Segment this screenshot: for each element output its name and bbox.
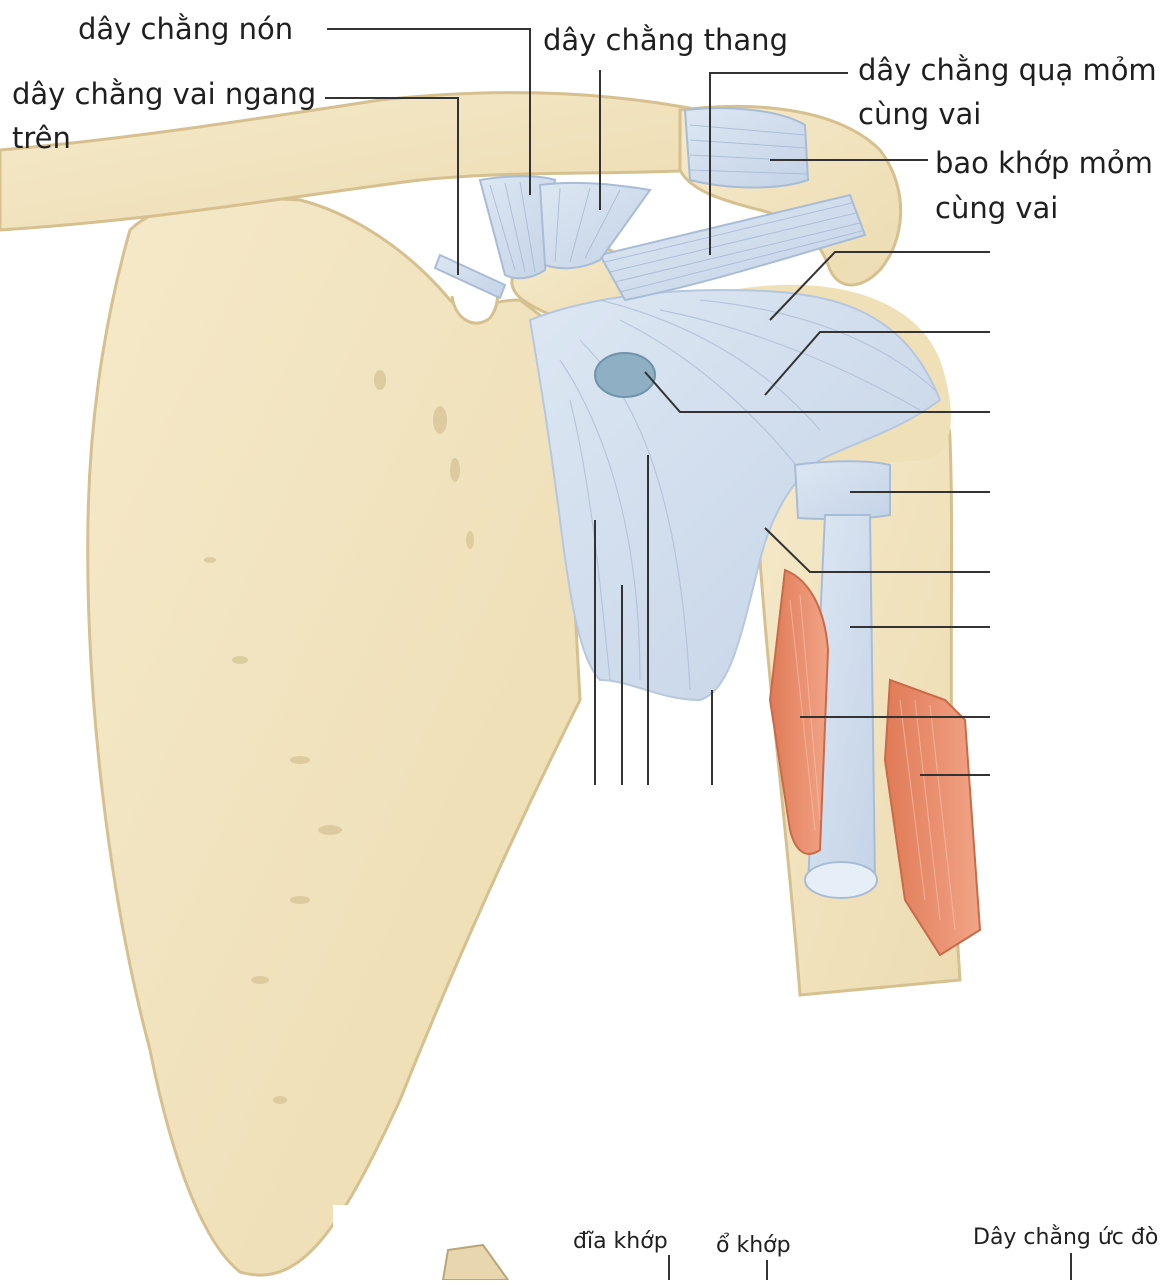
label-superior-transverse-ligament-line1: dây chằng vai ngang: [12, 71, 316, 117]
label-articular-disc: đĩa khớp: [573, 1229, 668, 1255]
label-superior-transverse-ligament-line2: trên: [12, 115, 71, 161]
acromioclavicular-capsule: [685, 108, 808, 187]
bursa-opening: [595, 353, 655, 397]
label-coracoacromial-ligament-line2: cùng vai: [858, 91, 981, 137]
label-acromioclavicular-capsule-line1: bao khớp mỏm: [935, 140, 1153, 186]
biceps-tendon-cut: [805, 862, 877, 898]
label-coracoacromial-ligament-line1: dây chằng quạ mỏm: [858, 47, 1157, 93]
coracoacromial-ligament: [600, 195, 865, 300]
inset-figure: đĩa khớp ổ khớp Dây chằng ức đò: [333, 1205, 1175, 1280]
label-conoid-ligament: dây chằng nón: [78, 6, 293, 52]
label-sternoclavicular-ligament: Dây chằng ức đò: [973, 1225, 1158, 1251]
label-joint-cavity: ổ khớp: [716, 1233, 791, 1259]
label-trapezoid-ligament: dây chằng thang: [543, 17, 788, 63]
transverse-humeral-ligament: [795, 461, 890, 519]
label-acromioclavicular-capsule-line2: cùng vai: [935, 185, 1058, 231]
scapula: [88, 198, 580, 1275]
